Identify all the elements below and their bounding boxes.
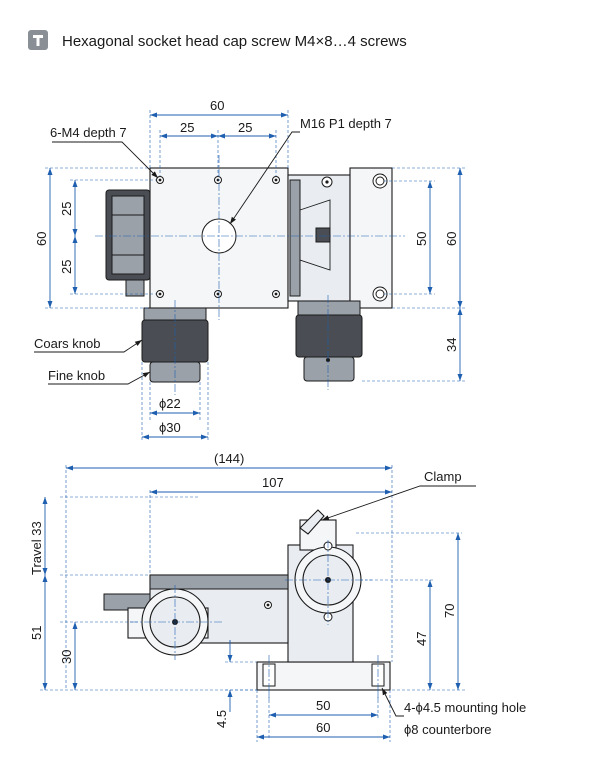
- dim-dia-fine: ϕ22: [159, 396, 181, 411]
- label-clamp: Clamp: [424, 469, 462, 484]
- dim-mount-pitch-50: 50: [316, 698, 330, 713]
- dim-height-30: 30: [59, 650, 74, 664]
- dim-travel-33: Travel 33: [29, 521, 44, 575]
- dim-pitch-25-a: 25: [180, 120, 194, 135]
- dim-pitch-25-b: 25: [238, 120, 252, 135]
- label-coarse-knob: Coars knob: [34, 336, 100, 351]
- dim-width-60: 60: [210, 98, 224, 113]
- label-center-thread: M16 P1 depth 7: [300, 116, 392, 131]
- side-view: (144) 107 Travel 33 51 30 47 70 4.5 50 6…: [29, 451, 526, 742]
- vertical-bracket: [287, 174, 351, 302]
- label-mount-hole: 4-ϕ4.5 mounting hole: [404, 700, 526, 715]
- base-side: [256, 661, 391, 691]
- left-side-block: [105, 189, 151, 297]
- dim-base-width-60: 60: [316, 720, 330, 735]
- dim-length-107: 107: [262, 475, 284, 490]
- dim-overall-144: (144): [214, 451, 244, 466]
- tapped-holes: [156, 176, 280, 298]
- dim-base-pitch-50: 50: [414, 232, 429, 246]
- header-note: Hexagonal socket head cap screw M4×8…4 s…: [62, 33, 407, 50]
- dim-height-47: 47: [414, 632, 429, 646]
- header: Hexagonal socket head cap screw M4×8…4 s…: [28, 30, 407, 50]
- dim-vpitch-25-b: 25: [59, 260, 74, 274]
- dim-height-60: 60: [34, 232, 49, 246]
- dim-height-70: 70: [442, 604, 457, 618]
- dim-base-height-60: 60: [444, 232, 459, 246]
- dim-base-thickness: 4.5: [214, 710, 229, 728]
- base-plate-top: [349, 167, 393, 309]
- label-tapped-holes: 6-M4 depth 7: [50, 125, 127, 140]
- top-view: 60 25 25 60 25 25 50 60 34 ϕ22 ϕ30 6-M4 …: [34, 98, 465, 442]
- dim-knob-offset-34: 34: [444, 338, 459, 352]
- coarse-fine-knobs-right: [295, 300, 363, 382]
- dim-dia-coarse: ϕ30: [159, 420, 181, 435]
- label-counterbore: ϕ8 counterbore: [404, 722, 492, 737]
- dim-height-51: 51: [29, 626, 44, 640]
- dim-vpitch-25-a: 25: [59, 202, 74, 216]
- label-fine-knob: Fine knob: [48, 368, 105, 383]
